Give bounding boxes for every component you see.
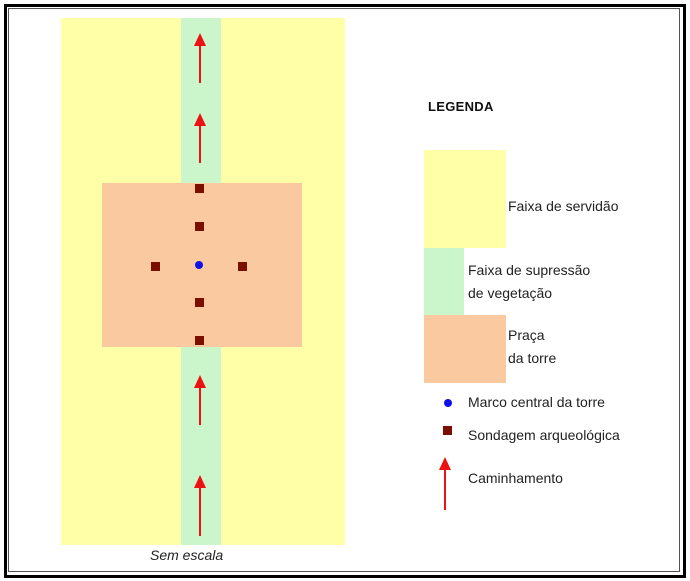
sondagem-marker bbox=[195, 184, 204, 193]
legend-red-up-arrow-icon bbox=[439, 457, 451, 510]
scale-caption: Sem escala bbox=[150, 547, 224, 563]
caminhamento-arrow bbox=[194, 475, 206, 536]
legend-swatch-faixa-servidao bbox=[424, 150, 506, 248]
sondagem-marker bbox=[151, 262, 160, 271]
legend-title: LEGENDA bbox=[428, 99, 494, 114]
legend-label-faixa-supressao-line2: de vegetação bbox=[468, 285, 553, 301]
legend-blue-dot-icon bbox=[444, 399, 452, 407]
marco-central-marker bbox=[195, 261, 203, 269]
caminhamento-arrow bbox=[194, 113, 206, 163]
legend-label-faixa-supressao-line1: Faixa de supressão bbox=[468, 262, 591, 278]
legend-label-sondagem: Sondagem arqueológica bbox=[468, 427, 620, 443]
legend-label-caminhamento: Caminhamento bbox=[468, 470, 563, 486]
sondagem-marker bbox=[195, 336, 204, 345]
legend-swatch-faixa-supressao bbox=[424, 248, 464, 315]
sondagem-marker bbox=[195, 298, 204, 307]
legend-label-faixa-servidao: Faixa de servidão bbox=[508, 198, 619, 214]
caminhamento-arrow bbox=[194, 33, 206, 83]
figure-inner-border bbox=[8, 8, 680, 572]
legend-dark-red-square-icon bbox=[443, 426, 452, 435]
sondagem-marker bbox=[195, 222, 204, 231]
sondagem-marker bbox=[238, 262, 247, 271]
legend-label-praca-line2: da torre bbox=[508, 350, 557, 366]
legend-label-marco: Marco central da torre bbox=[468, 394, 605, 410]
legend-label-praca-line1: Praça bbox=[508, 327, 545, 343]
legend-swatch-praca-torre bbox=[424, 315, 506, 383]
caminhamento-arrow bbox=[194, 375, 206, 425]
